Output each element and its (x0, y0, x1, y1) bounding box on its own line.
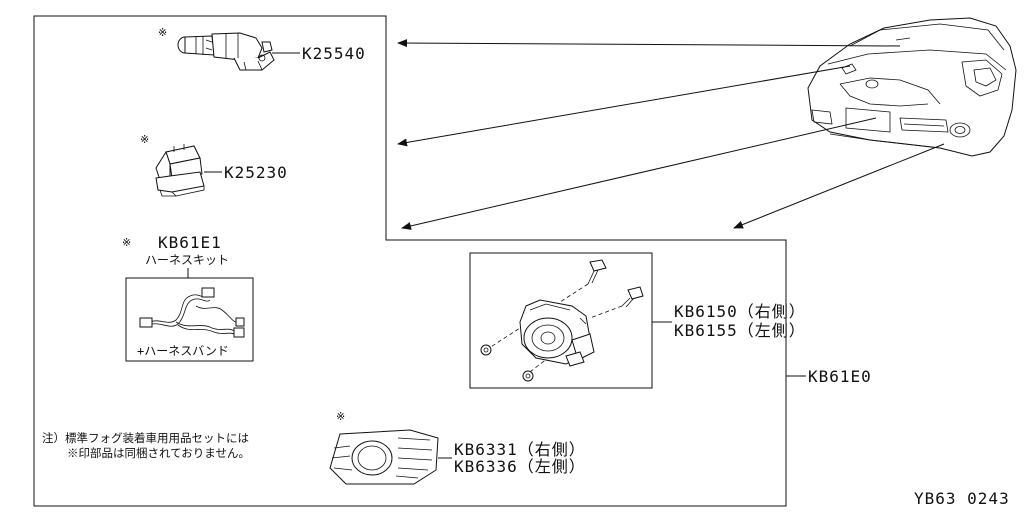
harness-kit-box (125, 277, 254, 362)
relay-part-number: K25230 (224, 163, 288, 182)
figure-code: YB63 0243 (914, 489, 1010, 508)
arrow-to-switch (397, 39, 901, 48)
note-line-2: ※印部品は同梱されておりません。 (67, 446, 250, 460)
fog-switch-illustration: ※ (158, 26, 275, 71)
fog-lamp-box (469, 252, 653, 389)
arrow-to-fog-set (733, 143, 945, 229)
fog-set-part-number: KB61E0 (808, 367, 872, 386)
bezel-left-part-number: KB6336（左側） (454, 457, 586, 476)
fog-lamp-left-part-number: KB6155（左側） (674, 321, 806, 340)
harness-band-label: +ハーネスバンド (137, 344, 229, 358)
bezel-mark: ※ (336, 410, 345, 423)
harness-mark: ※ (122, 236, 131, 249)
switch-part-number: K25540 (302, 44, 366, 63)
relay-mark: ※ (140, 133, 149, 146)
kit-frame-outline (33, 15, 787, 507)
arrow-to-relay (397, 65, 851, 147)
note-line-1: 注）標準フォグ装着車用用品セットには (42, 431, 249, 445)
car-front-illustration (807, 17, 1017, 157)
arrow-to-harness (401, 117, 877, 230)
switch-mark: ※ (158, 26, 167, 39)
wire-harness-illustration (139, 287, 245, 338)
harness-kit-label: ハーネスキット (145, 253, 229, 267)
harness-kit-part-number: KB61E1 (158, 233, 222, 252)
bezel-right-part-number: KB6331（右側） (454, 440, 586, 459)
fog-lamp-right-part-number: KB6150（右側） (674, 302, 806, 321)
relay-illustration: ※ (140, 133, 205, 197)
bezel-illustration: ※ (329, 410, 439, 485)
fog-lamp-illustration (480, 259, 644, 382)
